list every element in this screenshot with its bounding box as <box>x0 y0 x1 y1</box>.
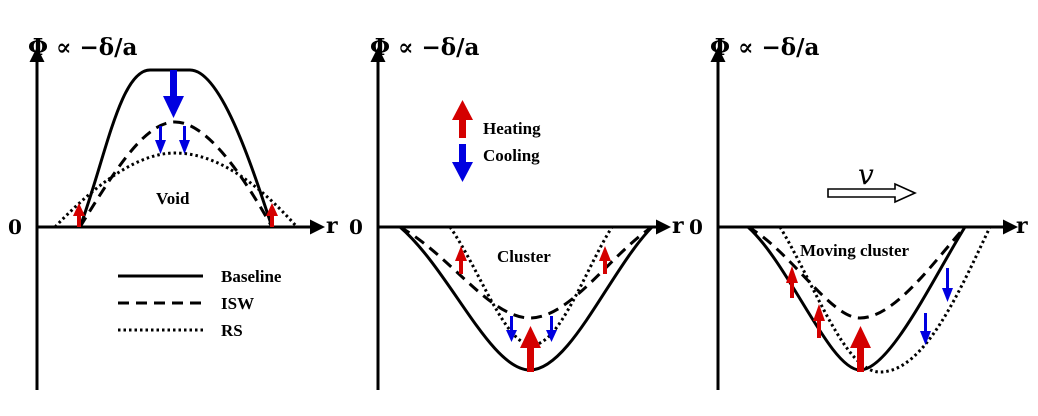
legend-rs-label: RS <box>221 321 243 340</box>
legend-baseline-label: Baseline <box>221 267 282 286</box>
panel-moving-cluster: Φ ∝ −δ/a r 0 Moving cluster v <box>689 34 1028 390</box>
void-cooling-arrow-right <box>179 126 190 154</box>
cluster-zero-label: 0 <box>349 215 363 239</box>
moving-cooling-arrow-upper <box>942 268 953 302</box>
cluster-heating-arrow-large <box>520 326 541 372</box>
cluster-isw-curve <box>399 225 653 320</box>
moving-cooling-arrow-lower <box>920 313 931 345</box>
void-structure-label: Void <box>156 189 190 208</box>
moving-heating-arrow-upper <box>786 266 798 298</box>
curve-legend: Baseline ISW RS <box>118 267 282 340</box>
moving-rs-curve <box>778 226 992 374</box>
legend-heating-label: Heating <box>483 119 541 138</box>
void-cooling-arrow-large <box>163 70 184 118</box>
void-rs-curve <box>53 151 299 229</box>
legend-isw-label: ISW <box>221 294 254 313</box>
cluster-x-axis-label: r <box>672 213 684 239</box>
void-y-axis-label: Φ ∝ −δ/a <box>28 34 138 61</box>
moving-heating-arrow-lower <box>813 304 825 338</box>
void-heating-arrow-right <box>266 203 278 227</box>
cluster-cooling-arrow-right <box>546 316 557 342</box>
velocity-label: v <box>858 158 874 191</box>
moving-structure-label: Moving cluster <box>800 241 910 260</box>
legend-heating-arrow <box>452 100 473 138</box>
void-zero-label: 0 <box>8 215 22 239</box>
moving-x-axis-label: r <box>1016 213 1028 239</box>
panel-cluster: Φ ∝ −δ/a r 0 Cluster Heating Cooling <box>349 34 684 390</box>
moving-zero-label: 0 <box>689 215 703 239</box>
legend-cooling-arrow <box>452 144 473 182</box>
velocity-arrow <box>827 182 917 204</box>
arrow-legend: Heating Cooling <box>452 100 541 182</box>
panel-void: Φ ∝ −δ/a r 0 Void Baseline ISW <box>8 34 338 390</box>
cluster-structure-label: Cluster <box>497 247 551 266</box>
void-heating-arrow-left <box>73 203 85 227</box>
moving-isw-curve <box>747 225 967 320</box>
cluster-heating-arrow-right <box>599 246 611 274</box>
legend-cooling-label: Cooling <box>483 146 540 165</box>
moving-heating-arrow-large <box>850 326 871 372</box>
void-cooling-arrow-left <box>155 126 166 154</box>
void-x-axis-label: r <box>326 213 338 239</box>
cluster-cooling-arrow-left <box>506 316 517 342</box>
void-isw-curve <box>78 120 274 228</box>
cluster-y-axis-label: Φ ∝ −δ/a <box>370 34 480 61</box>
cluster-heating-arrow-left <box>455 246 467 274</box>
moving-y-axis-label: Φ ∝ −δ/a <box>710 34 820 61</box>
